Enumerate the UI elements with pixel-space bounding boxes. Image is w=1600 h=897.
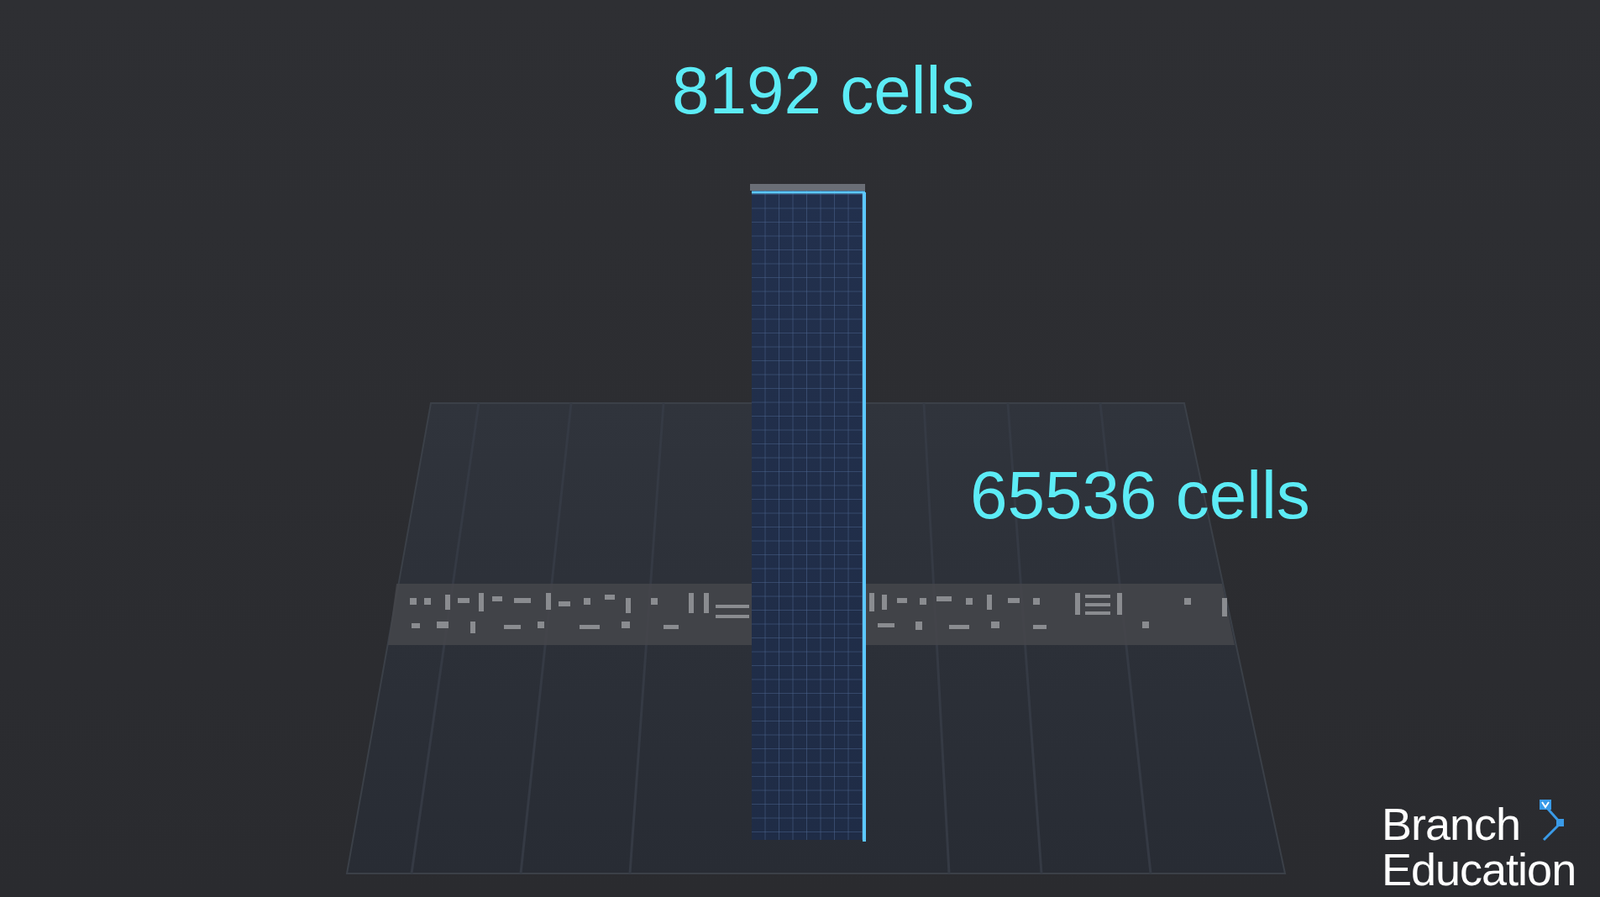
dimension-label: 8192 cells — [671, 57, 975, 125]
logo-icon — [1539, 799, 1564, 840]
cell-column — [751, 190, 864, 840]
column-cap — [750, 183, 866, 191]
cell-grid — [751, 190, 864, 840]
watermark: Branch Education — [1381, 801, 1592, 892]
dimension-label: 65536 cells — [970, 461, 1311, 530]
word-line — [751, 191, 866, 195]
bit-line — [862, 192, 866, 842]
